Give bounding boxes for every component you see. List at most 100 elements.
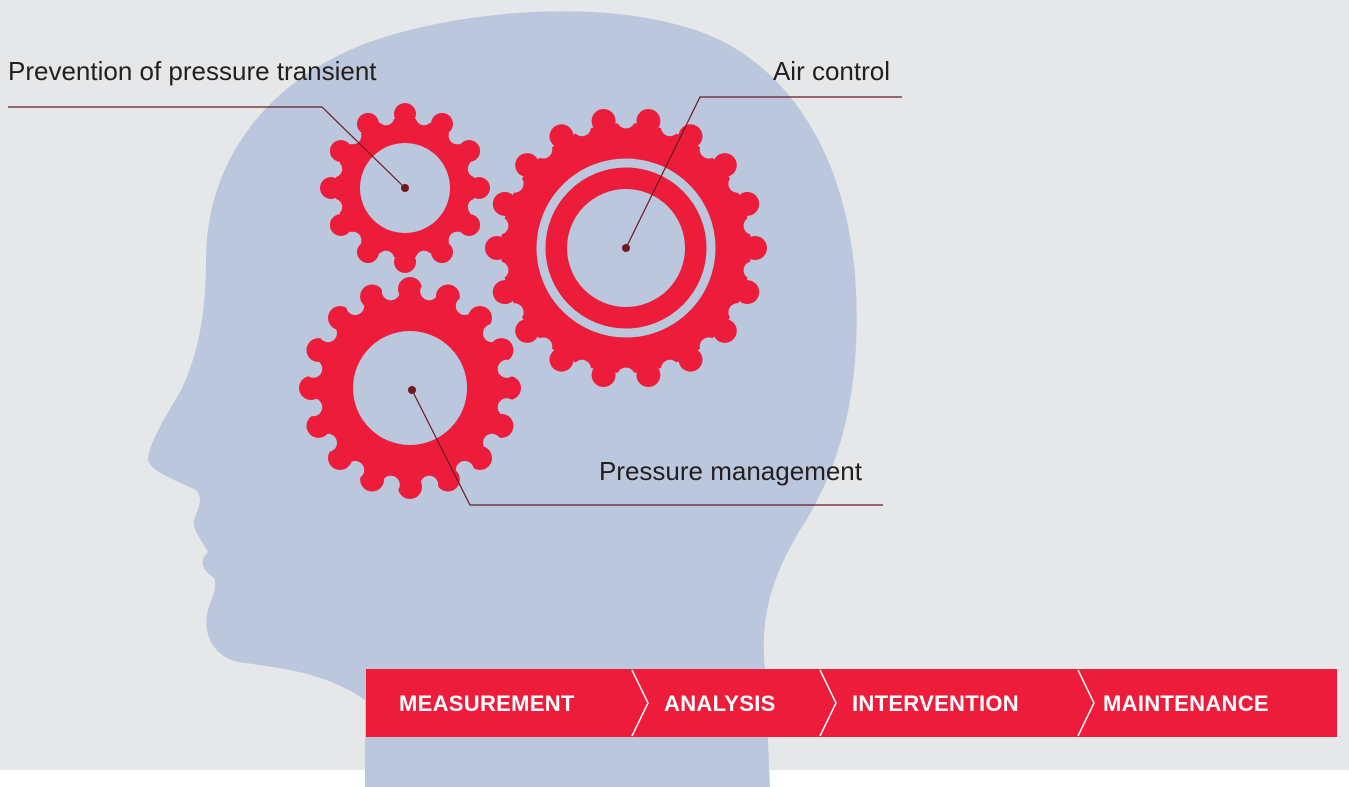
leader-line-air-control xyxy=(625,96,902,249)
gear-tooth xyxy=(435,284,460,309)
gear-notch xyxy=(483,433,501,452)
gear-tooth xyxy=(357,241,379,264)
gear-notch xyxy=(573,359,591,378)
gear-tooth xyxy=(489,413,514,438)
gear-notch xyxy=(505,303,524,322)
gear-notch xyxy=(420,282,439,301)
gear-notch xyxy=(573,118,591,137)
gear-notch xyxy=(448,127,466,145)
gear-tooth xyxy=(394,103,416,125)
gear-tooth xyxy=(591,363,616,387)
gear-tooth xyxy=(492,191,517,216)
gear-notch xyxy=(483,324,501,343)
gear-notch xyxy=(699,337,718,356)
gear-tooth xyxy=(458,140,481,162)
gear-notch xyxy=(381,475,400,494)
gear-notch xyxy=(661,359,679,378)
step-separator-1 xyxy=(631,669,649,737)
gear-tooth xyxy=(489,338,514,363)
label-pressure-management: Pressure management xyxy=(599,456,863,486)
gear-tooth xyxy=(497,376,521,400)
step-intervention: INTERVENTION xyxy=(852,691,1019,716)
gear-notch xyxy=(455,461,474,479)
gear-notch xyxy=(743,261,762,280)
gear-notch xyxy=(319,324,337,343)
gear-tooth xyxy=(435,467,460,492)
gear-tooth xyxy=(712,318,737,343)
gear-notch xyxy=(420,475,439,494)
step-measurement: MEASUREMENT xyxy=(399,691,575,716)
gear-tooth xyxy=(398,277,422,301)
gear-tooth xyxy=(678,124,703,149)
gear-tooth xyxy=(515,153,540,178)
gear-tooth xyxy=(636,109,661,133)
gear-tooth xyxy=(328,306,352,330)
gear-notch xyxy=(490,261,509,280)
gear-tooth xyxy=(485,236,509,260)
gear-notch xyxy=(415,250,433,268)
gear-notch xyxy=(319,433,337,452)
gear-notch xyxy=(344,127,362,145)
gear-notch xyxy=(617,367,635,386)
gear-notch xyxy=(304,359,323,378)
label-prevention: Prevention of pressure transient xyxy=(8,56,377,86)
gear-tooth xyxy=(458,214,481,236)
gear-notch xyxy=(743,216,762,235)
gear-notch xyxy=(505,174,524,193)
process-banner xyxy=(366,669,1337,737)
gear-notch xyxy=(346,297,365,315)
gear-tooth xyxy=(320,177,342,199)
gear-notch xyxy=(534,337,553,356)
gear-tooth xyxy=(549,124,574,149)
gear-notch xyxy=(467,160,485,178)
gear-tooth xyxy=(492,280,517,305)
gear-tooth xyxy=(306,413,331,438)
gear-notch xyxy=(304,398,323,417)
gear-notch xyxy=(346,461,365,479)
gear-tooth xyxy=(431,241,453,264)
gear-notch xyxy=(728,174,747,193)
gear-tooth xyxy=(360,467,385,492)
gear-tooth xyxy=(468,306,492,330)
label-air-control: Air control xyxy=(773,56,890,86)
gear-tooth xyxy=(636,363,661,387)
leader-line-pressure-management xyxy=(411,389,883,506)
gear-tooth xyxy=(591,109,616,133)
gear-notch xyxy=(661,118,679,137)
gear-notch xyxy=(455,297,474,315)
gear-notch xyxy=(325,198,343,216)
gear-tooth xyxy=(357,112,379,135)
gear-notch xyxy=(497,359,516,378)
gear-notch xyxy=(377,250,395,268)
gear-notch xyxy=(534,140,553,159)
step-separator-3 xyxy=(1077,669,1095,737)
gear-tooth xyxy=(468,177,490,199)
gear-notch xyxy=(325,160,343,178)
gear-tooth xyxy=(549,347,574,372)
gear-notch xyxy=(617,110,635,129)
gear-tooth xyxy=(743,236,767,260)
gear-notch xyxy=(448,231,466,249)
gear-tooth xyxy=(360,284,385,309)
gear-notch xyxy=(467,198,485,216)
gear-notch xyxy=(497,398,516,417)
gear-tooth xyxy=(328,446,352,470)
gear-ring xyxy=(536,158,716,338)
leader-dot-pressure-management xyxy=(408,386,416,394)
gear-notch xyxy=(490,216,509,235)
gear-notch xyxy=(728,303,747,322)
step-maintenance: MAINTENANCE xyxy=(1103,691,1269,716)
gear-tooth xyxy=(329,214,352,236)
gear-tooth xyxy=(712,153,737,178)
gear-tooth xyxy=(515,318,540,343)
gear-tooth xyxy=(468,446,492,470)
gear-notch xyxy=(381,282,400,301)
step-separator-2 xyxy=(819,669,837,737)
gear-notch xyxy=(415,108,433,126)
gear-tooth xyxy=(735,280,760,305)
gear-tooth xyxy=(431,112,453,135)
gear-tooth xyxy=(329,140,352,162)
gear-tooth xyxy=(735,191,760,216)
